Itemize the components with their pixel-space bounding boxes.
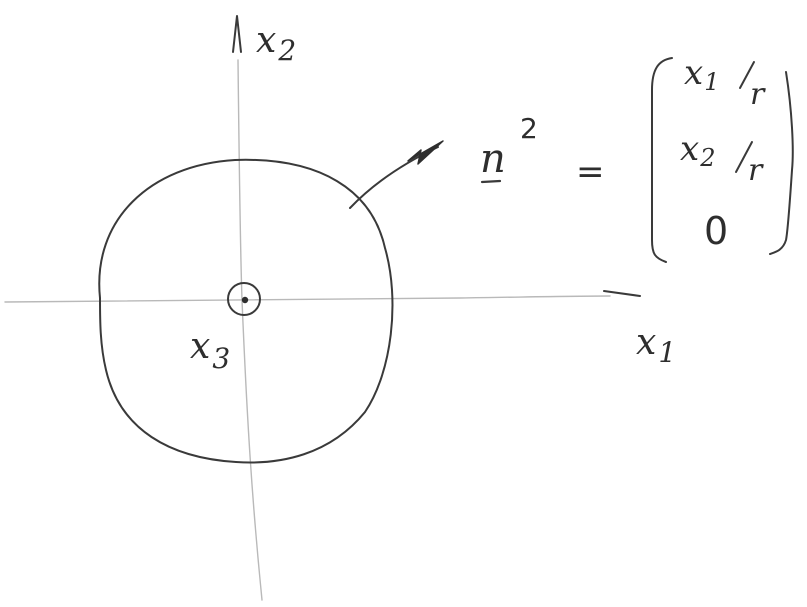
- equals-sign: =: [576, 152, 605, 192]
- x1-axis-label: x1: [636, 322, 676, 369]
- normal-vector-superscript: 2: [520, 112, 538, 145]
- x3-out-of-plane-dot: [241, 296, 249, 304]
- normal-vector-label: n: [480, 136, 506, 182]
- vector-left-bracket: [651, 57, 673, 263]
- x1-axis-line: [4, 295, 611, 303]
- x2-axis-line: [237, 59, 263, 601]
- x3-axis-label: x3: [190, 326, 230, 375]
- vector-row2-slash: [735, 141, 753, 173]
- vector-row1-slash: [739, 61, 755, 89]
- x2-axis-arrowhead: [232, 15, 242, 53]
- normal-vector-arrowhead: [407, 140, 444, 165]
- vector-row2-numerator: x2: [680, 129, 715, 172]
- vector-right-bracket: [769, 71, 794, 255]
- cross-section-circle: [98, 158, 394, 464]
- x2-axis-label: x2: [256, 20, 296, 67]
- x3-out-of-plane-circle: [227, 282, 261, 316]
- x1-axis-arrowhead: [603, 290, 641, 297]
- vector-row3-value: 0: [704, 209, 728, 253]
- vector-row2-denominator: r: [748, 153, 764, 188]
- normal-vector-underline: [480, 179, 502, 184]
- vector-row1-denominator: r: [750, 77, 766, 112]
- vector-row1-numerator: x1: [684, 53, 719, 96]
